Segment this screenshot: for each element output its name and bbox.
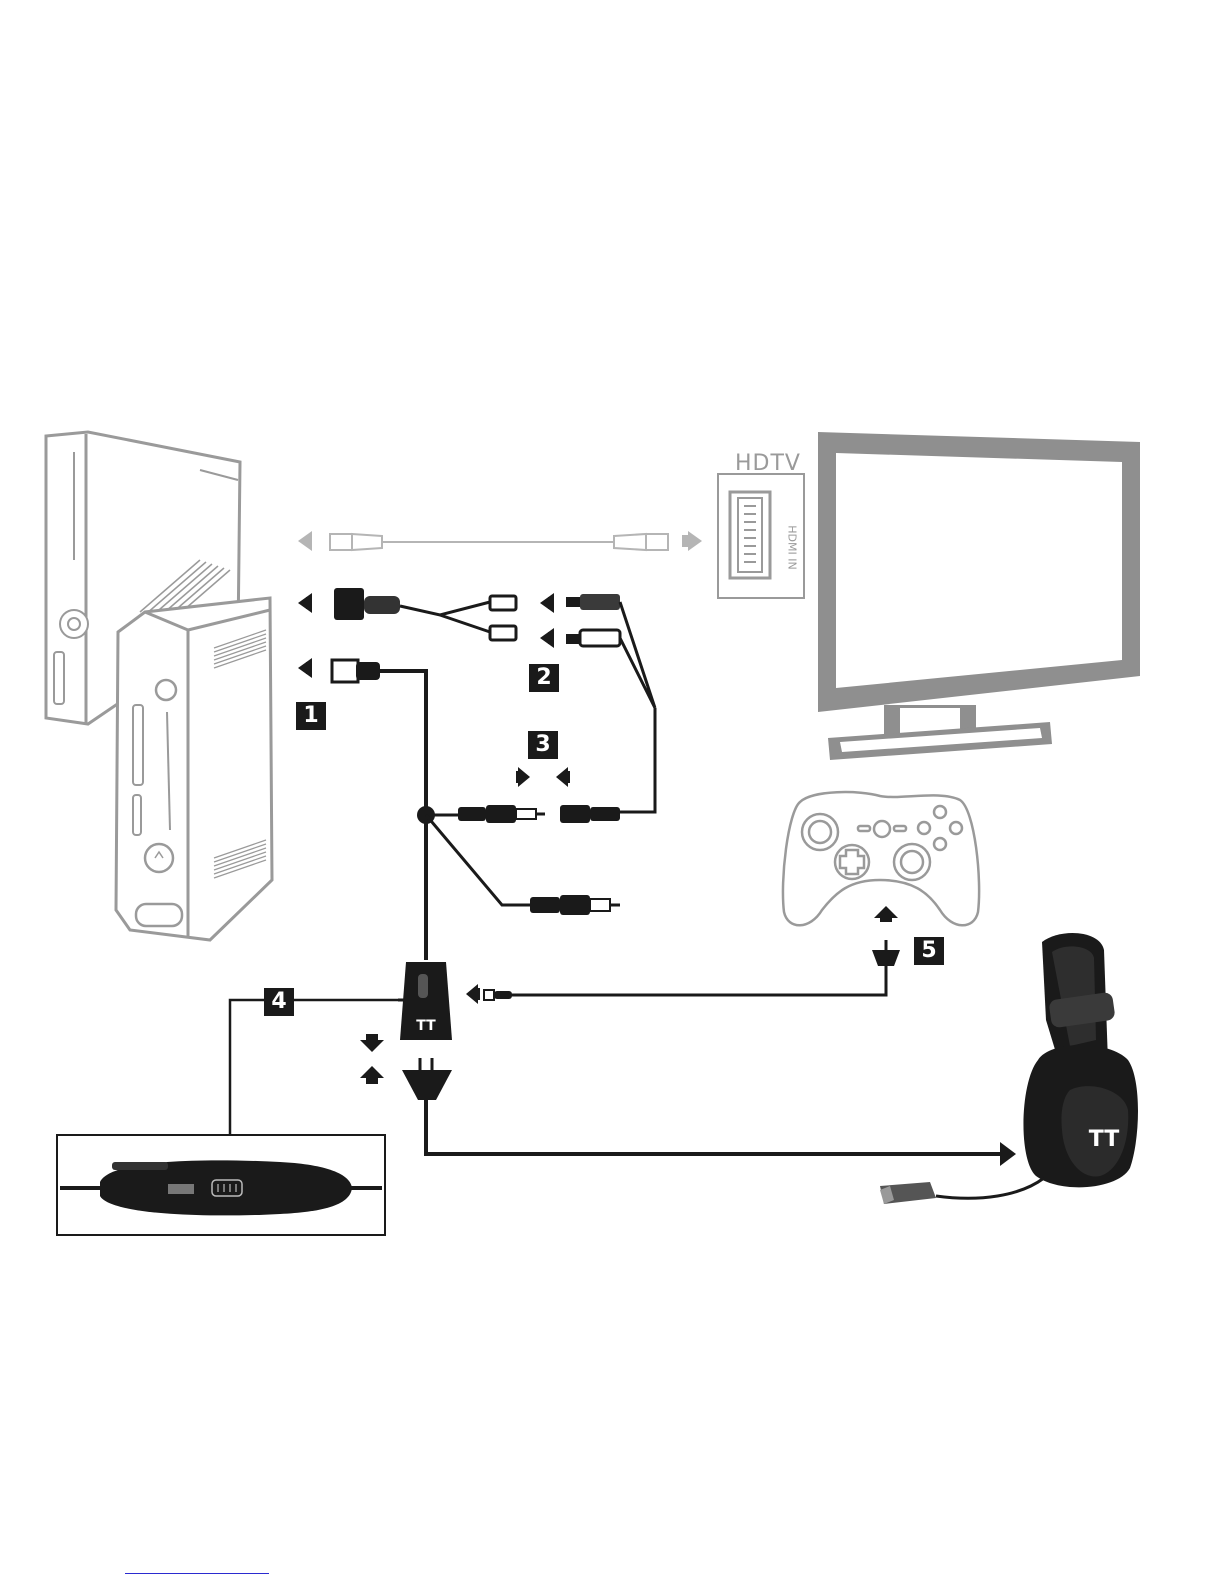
svg-text:TT: TT xyxy=(1089,1127,1120,1152)
hdmi-in-label: HDMI IN xyxy=(786,525,799,569)
step-2-badge: 2 xyxy=(529,664,559,692)
arrow-icon xyxy=(360,1034,384,1084)
av-adapter-cable xyxy=(298,588,655,812)
xbox-360-console-icon xyxy=(116,598,272,940)
arrow-icon xyxy=(874,906,898,922)
audio-jack-icon xyxy=(458,805,620,915)
svg-text:TT: TT xyxy=(416,1018,436,1034)
headset-icon: TT xyxy=(880,933,1138,1204)
step-5-badge: 5 xyxy=(914,937,944,965)
chat-cable xyxy=(484,940,900,1000)
hdtv-label: HDTV xyxy=(735,451,801,476)
rca-plug-icon xyxy=(566,594,620,646)
hdtv-icon xyxy=(818,432,1140,760)
usb-cable xyxy=(298,658,530,940)
arrow-icon xyxy=(516,767,570,787)
step-1-badge: 1 xyxy=(296,702,326,730)
footer-link-underline[interactable] xyxy=(125,1573,269,1574)
usb-plug-icon xyxy=(332,660,380,682)
step-4-badge: 4 xyxy=(264,988,294,1016)
headset-plug xyxy=(402,1058,1016,1166)
step-3-badge: 3 xyxy=(528,731,558,759)
remote-control-icon xyxy=(57,1135,385,1235)
hdmi-cable xyxy=(298,531,702,551)
inline-amp-icon: TT xyxy=(398,940,452,1040)
controller-icon xyxy=(783,792,979,925)
